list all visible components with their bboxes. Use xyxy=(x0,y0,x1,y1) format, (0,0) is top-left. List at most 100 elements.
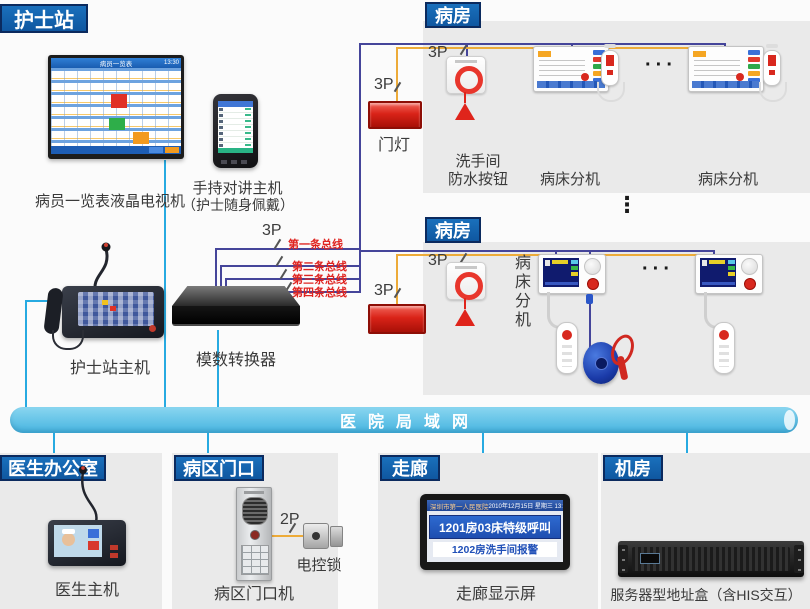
lcd-call-button xyxy=(587,278,599,290)
door-light-1-label: 门灯 xyxy=(377,137,410,154)
ward-mid-wp-pull xyxy=(455,309,475,326)
door-light-2 xyxy=(368,304,426,334)
section-label-ward-top: 病房 xyxy=(425,2,481,28)
wire-converter-to-lan xyxy=(217,330,219,408)
ward-mid-wp-button xyxy=(446,262,486,300)
nurse-host-label: 护士站主机 xyxy=(69,360,150,377)
ward-top-bus xyxy=(359,43,726,45)
section-label-ward-mid: 病房 xyxy=(425,217,481,243)
ward-mid-wp-3p-tag: 3P xyxy=(428,252,448,269)
pendant-plug xyxy=(586,294,593,304)
bus2-label: 第二条总线 xyxy=(292,261,347,273)
server-ear-right xyxy=(794,545,804,573)
handheld-label-line2: （护士随身佩戴） xyxy=(182,197,294,213)
handheld-screen-accentcol xyxy=(245,108,251,147)
ext2-cable xyxy=(759,82,787,102)
lcd-call-button xyxy=(744,278,756,290)
patient-overview-tv: 病员一览表 13:30 xyxy=(48,55,184,159)
bus1-label: 第一条总线 xyxy=(288,239,343,251)
bus4-line xyxy=(230,291,361,293)
lcd-screen xyxy=(700,258,736,287)
display-hospital-name: 深圳市第一人民医院 xyxy=(430,503,489,511)
lcd-handset-2 xyxy=(713,322,735,374)
ward-mid-dots: ··· xyxy=(642,258,674,280)
tv-alert-orange xyxy=(133,132,149,144)
display-header: 深圳市第一人民医院 2010年12月15日 星期三 13:45 xyxy=(427,500,563,511)
ext-textlines xyxy=(539,60,585,77)
bus4-label: 第四条总线 xyxy=(292,287,347,299)
doorlight1-drop xyxy=(396,47,398,102)
handheld-screen-iconcol xyxy=(219,108,223,147)
nurse-host-screen xyxy=(78,292,154,326)
handheld-label-line1: 手持对讲主机 xyxy=(192,180,283,197)
lcd-bed-extension-2 xyxy=(695,254,763,294)
wire-host-to-lan xyxy=(25,300,27,408)
ward-mid-drop-ext2 xyxy=(713,250,715,257)
lcd1-cable xyxy=(547,292,564,329)
ext-bottom-bar xyxy=(537,81,605,88)
ad-converter-body xyxy=(172,306,300,326)
corridor-display-label: 走廊显示屏 xyxy=(455,586,536,603)
door-unit-keypad xyxy=(241,545,269,575)
ext1-cable xyxy=(597,82,625,102)
tv-footer-chip-orange xyxy=(165,147,179,153)
ward-top-wp-label2: 防水按钮 xyxy=(447,171,508,188)
nurse-host-phone xyxy=(62,286,164,338)
ext1-hook xyxy=(604,44,616,48)
doctor-mic xyxy=(79,466,98,523)
wire-lan-to-entrance xyxy=(207,432,209,453)
bus3-riser xyxy=(225,278,227,288)
bed-extension-panel-1 xyxy=(533,46,609,92)
bed-handset-1 xyxy=(601,50,619,86)
wire-lan-to-corridor xyxy=(482,432,484,453)
section-label-ward-entrance: 病区门口 xyxy=(174,455,264,481)
ext-call-button xyxy=(736,73,744,81)
ward-top-wp-cord xyxy=(464,92,466,103)
ward-top-dots: ··· xyxy=(645,54,677,76)
handheld-screen-header xyxy=(218,101,253,107)
bed-ext-label-1: 病床分机 xyxy=(539,171,600,188)
handset-red-button xyxy=(719,330,729,340)
hospital-lan-label: 医院局域网 xyxy=(339,414,480,431)
doorlight2-drop xyxy=(396,254,398,305)
door-unit-nameplate xyxy=(244,491,264,494)
ext-badge xyxy=(693,51,706,57)
bus1-line xyxy=(215,248,361,250)
nurse-photo-cap xyxy=(62,529,75,534)
handset-red-button xyxy=(562,330,572,340)
ward-top-drop-wp xyxy=(466,43,468,57)
waterproof-pendant xyxy=(583,342,619,384)
corridor-display: 深圳市第一人民医院 2010年12月15日 星期三 13:45 1201房03床… xyxy=(420,494,570,570)
door-unit-call-button xyxy=(250,530,260,540)
tv-time: 13:30 xyxy=(163,60,179,66)
entrance-door-unit xyxy=(236,487,272,581)
server-address-box xyxy=(618,541,804,577)
bed-handset-2 xyxy=(763,50,781,86)
lcd-handset-1 xyxy=(556,322,578,374)
doorlight1-3p-tag: 3P xyxy=(374,76,394,93)
lcd-speaker xyxy=(584,258,601,275)
doctor-host xyxy=(48,520,126,566)
bus2-riser xyxy=(220,265,222,288)
bus1-riser xyxy=(215,248,217,288)
server-label: 服务器型地址盒（含HIS交互） xyxy=(610,587,802,603)
wp-button-strip xyxy=(455,60,477,63)
bus3-label: 第三条总线 xyxy=(292,274,347,286)
screen-chip-blue xyxy=(88,529,99,538)
bus1-3p-tag: 3P xyxy=(262,222,282,239)
nurse-host-button xyxy=(149,325,156,332)
pendant-center xyxy=(595,357,608,370)
lock-2p-tag: 2P xyxy=(280,511,300,528)
wire-host-stub xyxy=(25,300,63,302)
bus2-line xyxy=(220,265,361,267)
bed-extension-panel-2 xyxy=(688,46,764,92)
lcd-bed-extension-1 xyxy=(538,254,606,294)
tv-alert-red xyxy=(111,94,127,108)
section-label-nurse-station: 护士站 xyxy=(0,4,88,33)
section-label-corridor: 走廊 xyxy=(380,455,440,481)
electric-lock-body xyxy=(303,523,329,549)
doctor-host-label: 医生主机 xyxy=(54,582,119,599)
handheld-screen xyxy=(218,101,253,153)
handset-red-dot xyxy=(769,70,775,75)
